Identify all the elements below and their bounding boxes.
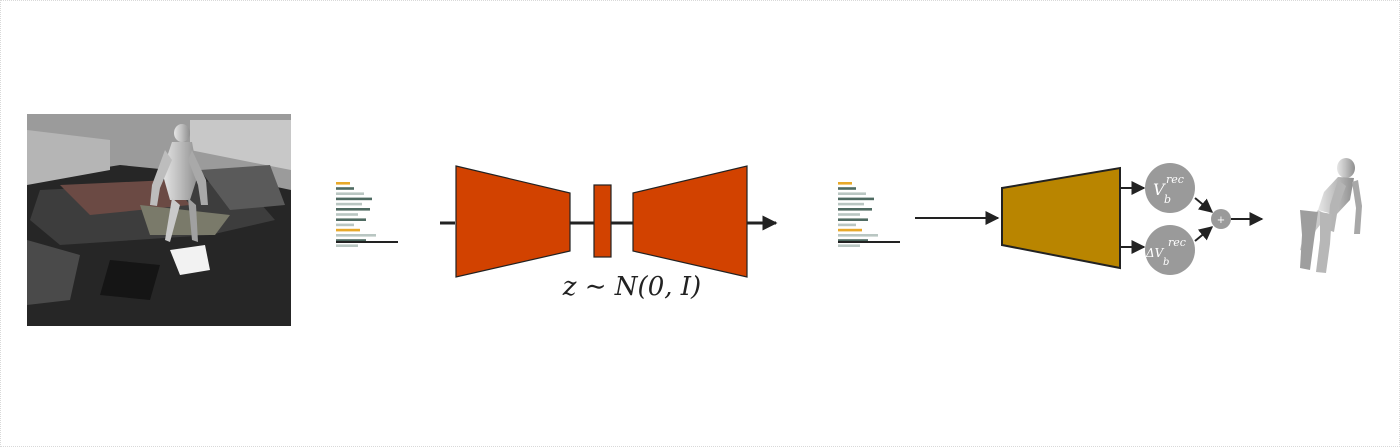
feature-bar <box>336 244 358 247</box>
feature-bar <box>336 208 370 211</box>
delta-vb-sup: rec <box>1168 236 1186 249</box>
node-vb-rec: V rec b <box>1145 163 1195 213</box>
feature-bar <box>838 187 856 190</box>
plus-symbol: + <box>1217 215 1225 226</box>
feature-bar <box>336 228 360 232</box>
feature-bar <box>838 234 878 237</box>
vae-decoder <box>632 165 748 278</box>
svg-text:V: V <box>1153 180 1166 199</box>
feature-bar <box>336 218 366 221</box>
feature-bar <box>838 202 864 206</box>
feature-bars-icon <box>838 182 900 247</box>
feature-bar <box>838 228 862 232</box>
feature-bar <box>838 244 860 247</box>
feature-bar <box>336 239 366 242</box>
feature-bar <box>838 192 866 195</box>
feature-bar <box>336 182 350 185</box>
feature-bar <box>838 213 860 216</box>
vb-sup: rec <box>1166 173 1184 186</box>
body-decoder-block: V rec b ΔV rec b + <box>915 163 1264 275</box>
feature-bar <box>336 213 358 216</box>
feature-bar <box>336 223 354 227</box>
body-decoder <box>1001 166 1121 270</box>
delta-vb-sub: b <box>1163 257 1169 268</box>
feature-bar <box>336 192 364 195</box>
feature-bar <box>838 197 874 201</box>
feature-bar <box>838 208 872 211</box>
vb-sub: b <box>1164 193 1171 206</box>
sum-node: + <box>1211 209 1231 229</box>
vb-to-sum-arrow <box>1194 197 1214 213</box>
delta-vb-base: ΔV <box>1145 246 1165 260</box>
feature-bar <box>336 187 354 190</box>
feature-bar <box>336 202 362 206</box>
feature-bar <box>838 223 856 227</box>
feature-bar <box>838 239 868 242</box>
node-delta-vb-rec: ΔV rec b <box>1145 225 1195 275</box>
feature-bar <box>838 182 852 185</box>
delta-to-sum-arrow <box>1194 226 1214 242</box>
human-mesh-icon <box>1300 158 1362 273</box>
feature-bar <box>838 218 868 221</box>
feature-bar <box>336 197 372 201</box>
scene-photo <box>27 114 291 326</box>
feature-bar <box>336 234 376 237</box>
vae-block: z ∼ N(0, I) <box>440 165 778 302</box>
feature-bars-icon <box>336 182 398 247</box>
latent-distribution-label: z ∼ N(0, I) <box>562 272 701 302</box>
latent-code <box>593 184 612 258</box>
vb-base: V <box>1153 180 1166 199</box>
vae-encoder <box>455 165 571 278</box>
